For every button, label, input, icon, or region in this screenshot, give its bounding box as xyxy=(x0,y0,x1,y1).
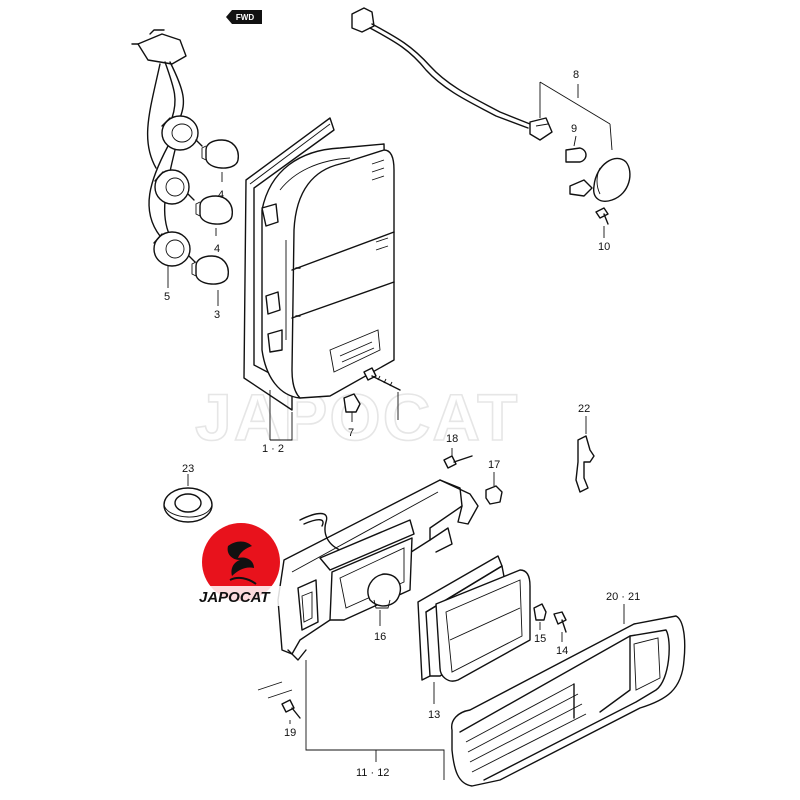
callouts: 4 4 5 3 8 9 10 1 · 2 7 22 18 17 23 16 15… xyxy=(164,69,640,779)
logo-text: JAPOCAT xyxy=(199,589,271,606)
clip-nut xyxy=(485,485,503,505)
callout-22: 22 xyxy=(578,403,590,415)
callout-1-2: 1 · 2 xyxy=(262,443,284,455)
screw xyxy=(363,367,401,391)
license-lamp-harness xyxy=(351,7,553,141)
rear-garnish xyxy=(451,615,686,787)
screw xyxy=(281,699,301,719)
license-lamp-bulb xyxy=(565,147,587,163)
clip xyxy=(343,393,361,413)
callout-3: 3 xyxy=(214,309,220,321)
forward-direction-badge: FWD xyxy=(226,10,262,24)
callout-20-21: 20 · 21 xyxy=(606,591,640,603)
callout-15: 15 xyxy=(534,633,546,645)
clip xyxy=(533,603,547,621)
rear-combination-lamp xyxy=(243,117,395,411)
screw xyxy=(553,611,567,633)
license-lamp-lens xyxy=(569,157,631,202)
callout-19: 19 xyxy=(284,727,296,739)
callout-10: 10 xyxy=(598,241,610,253)
grommet xyxy=(163,487,213,523)
watermark-text: JAPOCAT xyxy=(195,380,519,454)
screw xyxy=(443,455,473,469)
callout-4: 4 xyxy=(218,189,224,201)
callout-23: 23 xyxy=(182,463,194,475)
lower-lamp-lens xyxy=(435,569,531,682)
callout-16: 16 xyxy=(374,631,386,643)
callout-13: 13 xyxy=(428,709,440,721)
bulb xyxy=(367,573,402,609)
callout-9: 9 xyxy=(571,123,577,135)
logo-mark xyxy=(227,541,257,585)
screw xyxy=(595,207,609,225)
callout-14: 14 xyxy=(556,645,568,657)
callout-5: 5 xyxy=(164,291,170,303)
leader-lines xyxy=(167,84,625,780)
socket-harness xyxy=(131,29,203,267)
bulb xyxy=(201,139,239,169)
callout-7: 7 xyxy=(348,427,354,439)
retainer-clip xyxy=(575,435,595,493)
bulb-socket xyxy=(161,115,203,151)
callout-11-12: 11 · 12 xyxy=(356,767,389,779)
callout-8: 8 xyxy=(573,69,579,81)
bulb-socket xyxy=(153,231,196,267)
bulb xyxy=(191,255,229,285)
callout-17: 17 xyxy=(488,459,500,471)
fwd-label: FWD xyxy=(236,13,254,22)
bulb xyxy=(195,195,233,225)
callout-18: 18 xyxy=(446,433,458,445)
japocat-logo: JAPOCAT xyxy=(196,523,286,606)
bulb-socket xyxy=(154,169,195,205)
callout-4: 4 xyxy=(214,243,220,255)
